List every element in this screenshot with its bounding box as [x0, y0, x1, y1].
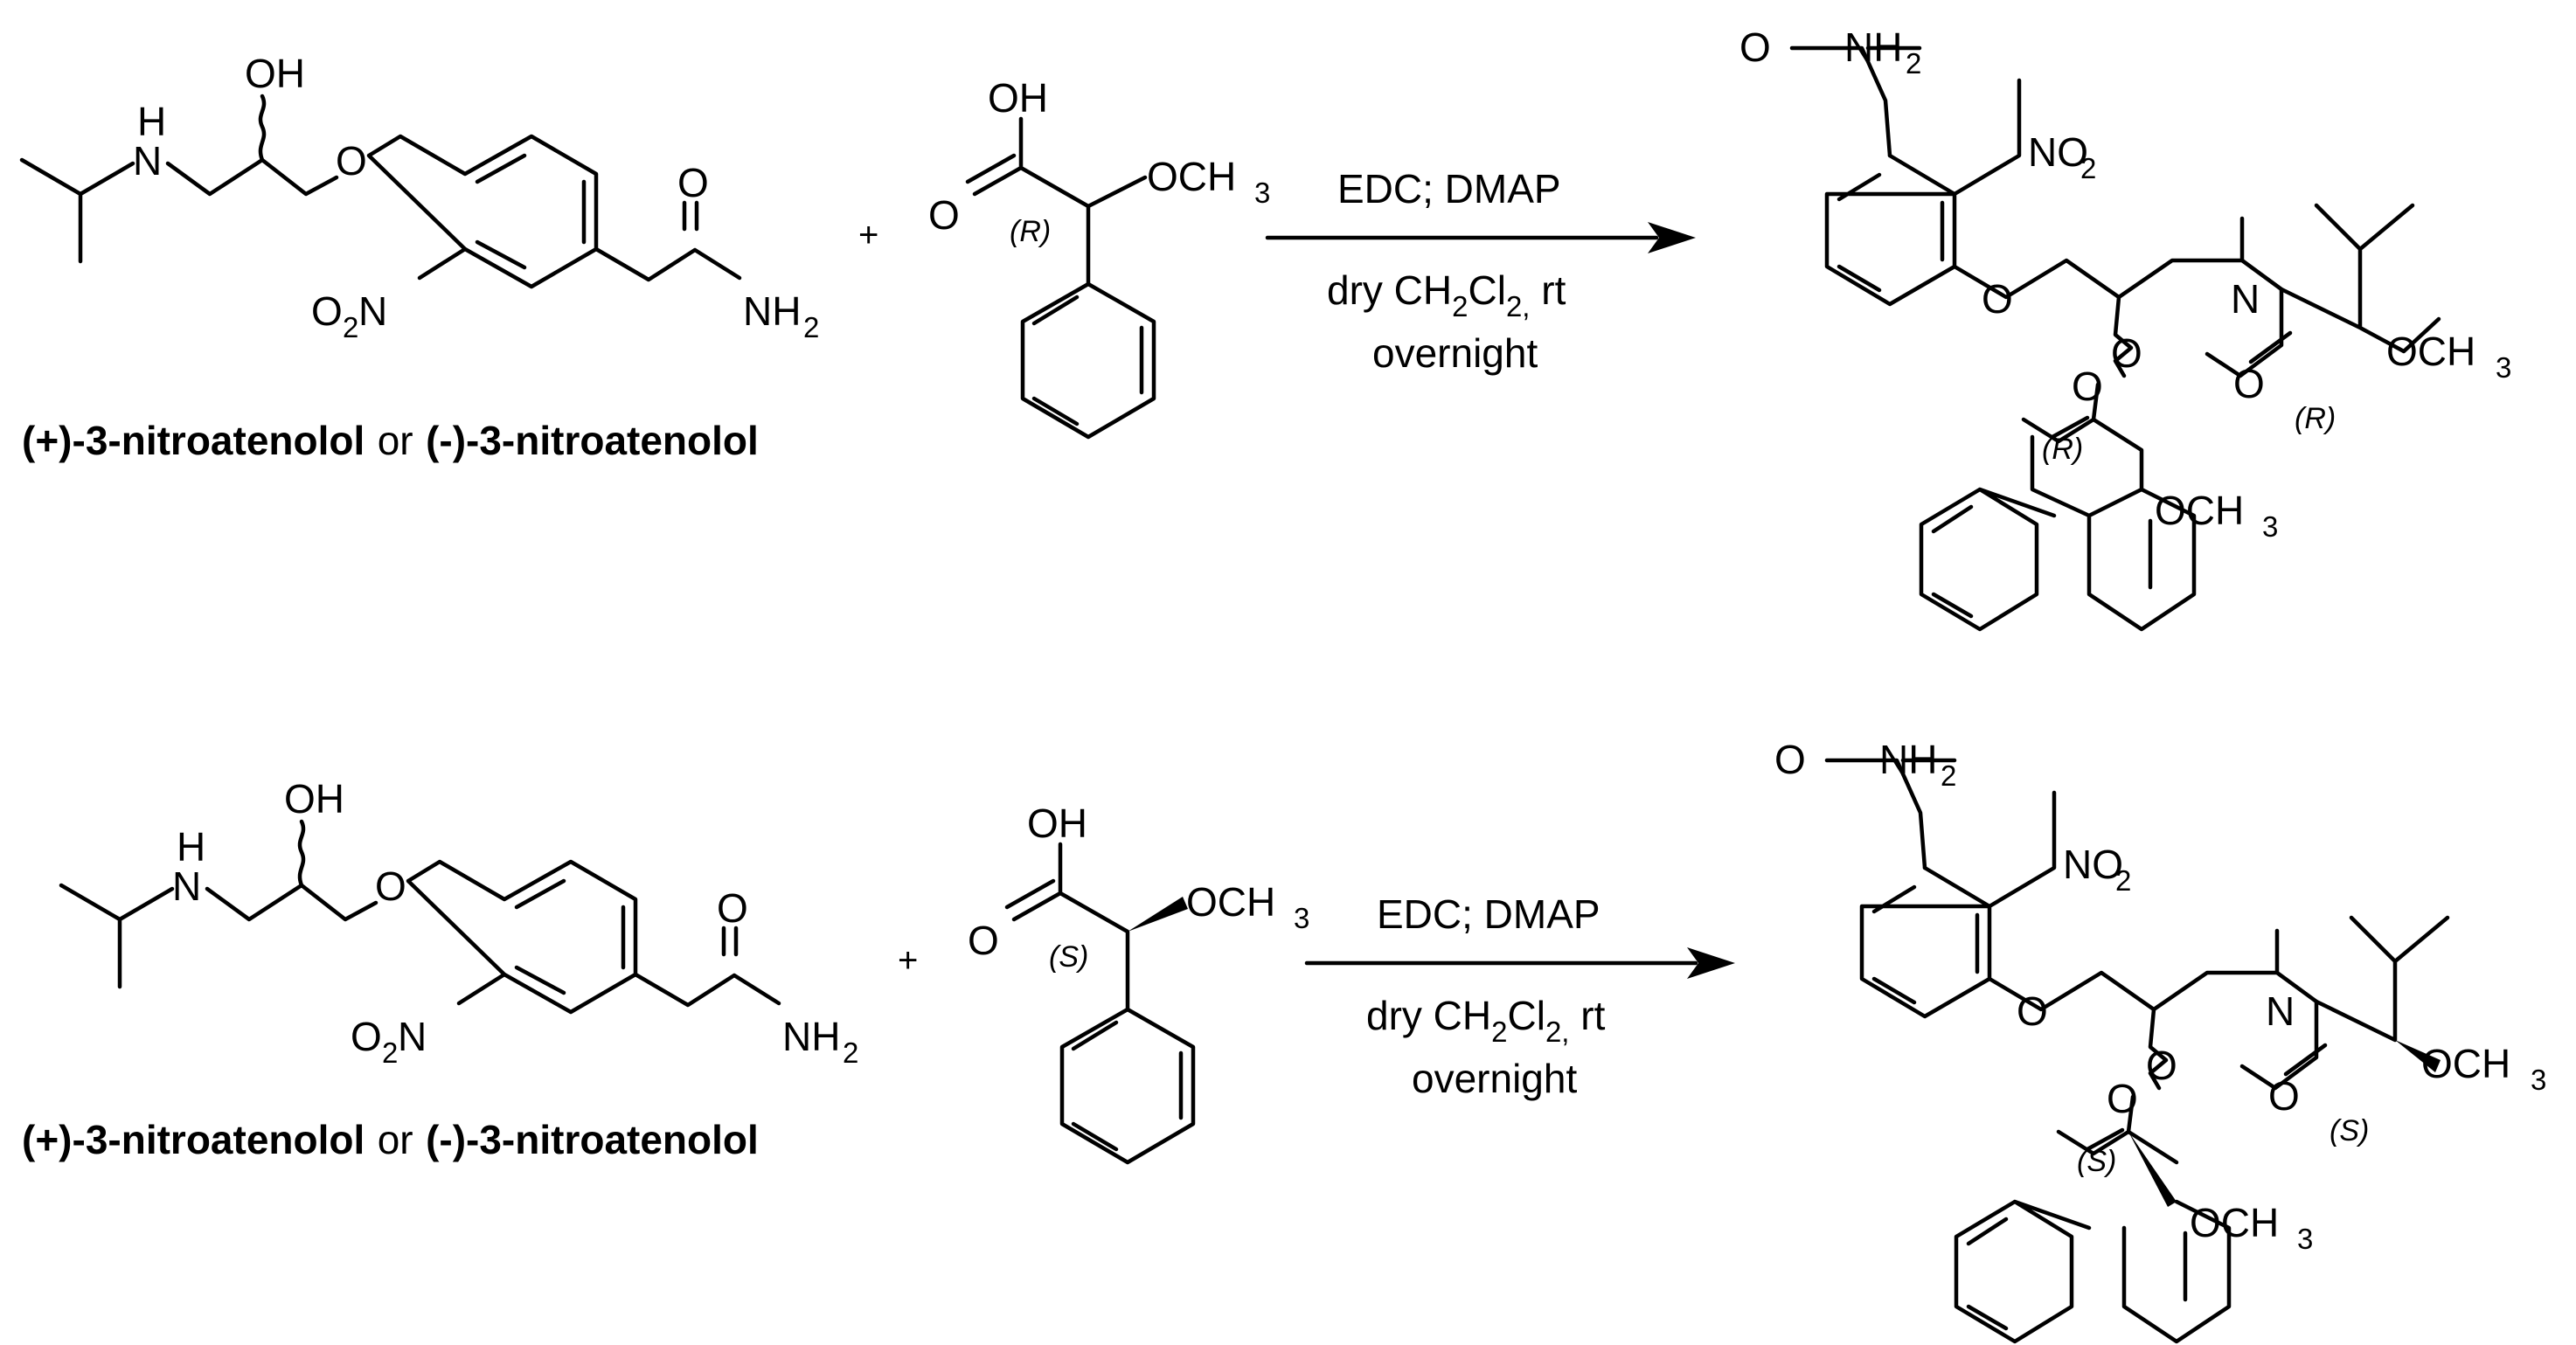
conditions-line3-2: overnight	[1412, 1056, 1577, 1101]
arrow-head-2	[1687, 947, 1735, 979]
product-nh2-sub: 2	[1906, 47, 1921, 80]
nitroatenolol-structure-1: N H OH O O 2 N O NH 2	[19, 51, 819, 343]
conditions-line1-2: EDC; DMAP	[1377, 891, 1600, 937]
conditions-line3-1: overnight	[1372, 330, 1538, 376]
amide-o-2: O	[717, 885, 748, 931]
acid-och3-sub: 3	[1254, 177, 1270, 209]
product2-amide-o: O	[1774, 737, 1806, 782]
o2n-n: N	[358, 288, 387, 334]
amide-o: O	[677, 160, 709, 205]
product2-n: N	[2266, 988, 2295, 1034]
product-stereo-ester-s: (S)	[2077, 1145, 2116, 1178]
product2-ether-o: O	[2017, 988, 2048, 1034]
product-ester-o: O	[2111, 330, 2142, 376]
product-och3-ester-sub: 3	[2262, 510, 2278, 543]
o2n-sub: 2	[343, 311, 358, 343]
product2-nh2-sub: 2	[1941, 759, 1956, 792]
product-amide-carbonyl-o: O	[2233, 361, 2265, 406]
reactant-caption-1: (+)-3-nitroatenolol or (-)-3-nitroatenol…	[22, 418, 759, 463]
product-och3-amide: OCH	[2386, 329, 2475, 374]
o2n-o: O	[311, 288, 343, 334]
acid-och3-sub-2: 3	[1294, 902, 1309, 934]
product2-ester-o: O	[2146, 1043, 2177, 1088]
product-ss-structure: O NH 2 NO 2 O N O O O OCH 3 OCH 3 (S) (S…	[1774, 737, 2546, 1344]
product-rr-structure: O NH 2 NO 2 O N O O O OCH 3 OCH 3 (R) (R…	[1739, 24, 2511, 632]
product-och3-amide-sub: 3	[2496, 351, 2511, 384]
nh2-label-2: NH	[782, 1014, 840, 1059]
product-stereo-ester-r: (R)	[2042, 433, 2083, 466]
product2-nh2: NH	[1879, 737, 1937, 782]
conditions-line2-1: dry CH2Cl2, rt	[1327, 267, 1566, 322]
mandelic-acid-s-structure: OH O OCH 3 (S)	[968, 801, 1309, 1165]
nh-n: N	[133, 138, 162, 184]
plus-sign-1: +	[858, 216, 878, 254]
product-ester-carbonyl-o: O	[2072, 364, 2103, 409]
scheme-1: N H OH O O 2 N O NH 2 (+)-3-nitroatenolo…	[19, 24, 2511, 632]
o2n-n-2: N	[398, 1014, 427, 1059]
product2-och3-amide-sub: 3	[2531, 1064, 2546, 1096]
acid-carbonyl-o-2: O	[968, 918, 999, 963]
acid-carbonyl-o: O	[928, 192, 960, 238]
product2-amide-carbonyl-o: O	[2268, 1073, 2300, 1119]
ether-o-2: O	[375, 863, 406, 909]
nh2-label: NH	[743, 288, 801, 334]
conditions-line2-2: dry CH2Cl2, rt	[1366, 993, 1606, 1048]
acid-oh: OH	[988, 75, 1048, 121]
nitroatenolol-structure-2: N H OH O O 2 N O NH 2	[59, 776, 858, 1069]
oh-label: OH	[245, 51, 305, 96]
product2-och3-ester-sub: 3	[2297, 1223, 2313, 1255]
product-no2: NO	[2028, 129, 2088, 175]
reactant-caption-2: (+)-3-nitroatenolol or (-)-3-nitroatenol…	[22, 1117, 759, 1162]
product2-och3-amide: OCH	[2421, 1041, 2510, 1086]
scheme-2: N H OH O O 2 N O NH 2 (+)-3-nitroatenolo…	[22, 776, 1735, 1165]
product-ether-o: O	[1982, 276, 2013, 322]
product-stereo-amide-r: (R)	[2295, 402, 2336, 435]
o2n-o-2: O	[351, 1014, 382, 1059]
acid-oh-2: OH	[1027, 801, 1087, 846]
product2-ester-carbonyl-o: O	[2107, 1076, 2138, 1121]
product-och3-ester: OCH	[2155, 488, 2244, 533]
product-stereo-amide-s: (S)	[2330, 1114, 2369, 1147]
oh-label-2: OH	[284, 776, 344, 822]
plus-sign-2: +	[898, 941, 918, 980]
o2n-sub-2: 2	[382, 1036, 398, 1069]
nh-h: H	[137, 99, 166, 144]
product2-no2: NO	[2063, 842, 2123, 887]
conditions-line1-1: EDC; DMAP	[1337, 166, 1561, 211]
acid-stereo-r: (R)	[1010, 215, 1051, 248]
ether-o: O	[336, 138, 367, 184]
product-nh2: NH	[1844, 24, 1902, 70]
product-amide-o: O	[1739, 24, 1771, 70]
nh-h-2: H	[177, 824, 205, 870]
product-n: N	[2231, 276, 2260, 322]
mandelic-acid-r-structure: OH O OCH 3 (R)	[928, 75, 1270, 440]
arrow-head-1	[1648, 222, 1696, 253]
acid-och3: OCH	[1147, 154, 1236, 199]
acid-och3-2: OCH	[1186, 879, 1275, 925]
nh2-sub-2: 2	[843, 1036, 858, 1069]
nh-n-2: N	[172, 863, 201, 909]
nh2-sub: 2	[803, 311, 819, 343]
product2-no2-sub: 2	[2115, 864, 2131, 897]
product-no2-sub: 2	[2080, 152, 2096, 184]
product2-och3-ester: OCH	[2190, 1200, 2279, 1245]
acid-stereo-s: (S)	[1049, 940, 1088, 974]
